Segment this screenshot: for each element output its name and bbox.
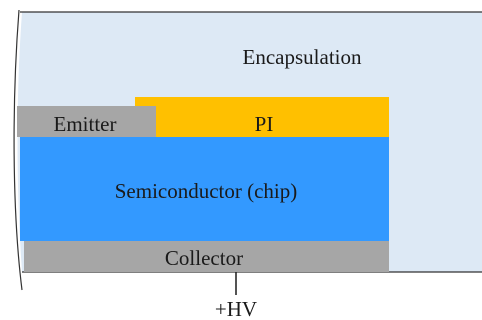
encapsulation-label: Encapsulation	[243, 45, 362, 69]
collector-layer	[24, 241, 389, 272]
semiconductor-layer	[20, 137, 389, 241]
hv-terminal-label: +HV	[215, 297, 257, 320]
semiconductor-label: Semiconductor (chip)	[115, 179, 298, 203]
pi-label: PI	[255, 112, 274, 136]
collector-label: Collector	[165, 246, 243, 270]
emitter-label: Emitter	[54, 112, 117, 136]
pi-layer	[135, 97, 389, 137]
emitter-layer	[17, 106, 156, 137]
left-cut-edge	[13, 9, 23, 291]
